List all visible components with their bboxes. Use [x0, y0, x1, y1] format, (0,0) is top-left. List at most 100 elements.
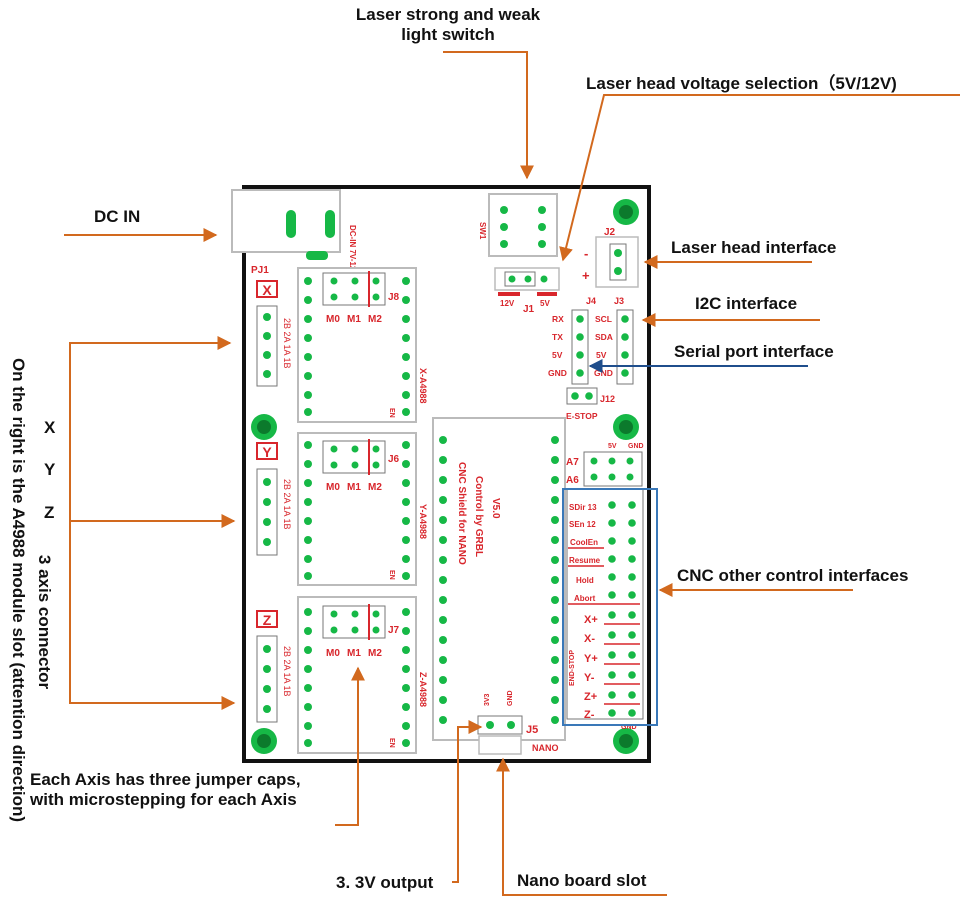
endstop-label: Y-	[584, 672, 595, 684]
arrow-nano	[496, 757, 667, 896]
x-axis-mark: X	[262, 282, 272, 298]
j4-pin-label: 5V	[552, 350, 563, 360]
y-m0-label: M0	[326, 482, 340, 493]
axis-connector-label: 3 axis connector	[35, 554, 54, 690]
x-driver-socket: J8 M0 M1 M2 X-A4988 EN	[297, 267, 428, 423]
v33-label: 3V3	[484, 693, 491, 706]
control-header-block: SDir 13 SEn 12 CoolEn Resume Hold Abort …	[566, 488, 644, 731]
arrow-laser-switch	[443, 51, 534, 180]
a7-label: A7	[566, 457, 579, 468]
j1-voltage-header: 12V 5V J1	[494, 267, 560, 315]
x-m2-label: M2	[368, 314, 382, 325]
nano-label: NANO	[532, 743, 559, 753]
axis-z-label: Z	[44, 503, 55, 522]
jumper-callout: Each Axis has three jumper caps, with mi…	[30, 770, 301, 810]
ctrl-label: Hold	[576, 576, 594, 585]
j5-label: J5	[526, 724, 538, 736]
j4-label: J4	[586, 296, 596, 306]
j2-laser-header: J2 - +	[582, 227, 639, 288]
laser-head-interface-callout: Laser head interface	[671, 238, 837, 257]
laser-switch-line1: Laser strong and weak	[355, 5, 541, 24]
ctrl-label: CoolEn	[570, 538, 598, 547]
j1-label: J1	[523, 304, 535, 315]
y-driver-label: Y-A4988	[418, 504, 428, 539]
endstop-label: Z+	[584, 691, 597, 703]
board-title-line3: V5.0	[490, 498, 501, 519]
ctrl-label: SEn 12	[569, 520, 596, 529]
a-5v-label: 5V	[608, 443, 617, 450]
j6-label: J6	[388, 454, 400, 465]
endstop-label: X+	[584, 614, 598, 626]
j1-5v-label: 5V	[540, 299, 550, 308]
laser-switch-line2: light switch	[401, 25, 495, 44]
y-m1-label: M1	[347, 482, 361, 493]
y-en-label: EN	[388, 570, 395, 580]
sw1-switch: SW1	[478, 193, 558, 257]
board-title-line2: Control by GRBL	[473, 476, 484, 557]
ctrl-gnd-label: GND	[621, 724, 637, 731]
j1-12v-label: 12V	[500, 299, 515, 308]
mounting-holes	[251, 199, 639, 754]
y-axis-mark: Y	[262, 444, 272, 460]
z-m1-label: M1	[347, 648, 361, 659]
z-driver-label: Z-A4988	[418, 672, 428, 707]
sw1-label: SW1	[478, 222, 487, 240]
ctrl-label: Abort	[574, 594, 596, 603]
nano-socket: CNC Shield for NANO Control by GRBL V5.0…	[432, 417, 566, 755]
j3-pin-label: 5V	[596, 350, 607, 360]
side-vertical-callout: On the right is the A4988 module slot (a…	[9, 357, 28, 823]
i2c-interface-callout: I2C interface	[695, 294, 798, 313]
j2-label: J2	[604, 227, 616, 238]
z-m0-label: M0	[326, 648, 340, 659]
j4-j3-headers: J4 J3 RX TX 5V GND SCL SDA 5V GND	[548, 296, 634, 385]
a6-a7-header: 5V GND A7 A6	[566, 443, 644, 487]
arrow-jumpers	[335, 666, 365, 826]
endstop-label: Z-	[584, 709, 595, 721]
dc-jack-label: DC-IN 7V-12V	[348, 225, 357, 276]
j2-minus-label: -	[584, 246, 588, 261]
x-coil-labels: 2B 2A 1A 1B	[282, 318, 292, 369]
ctrl-label: SDir 13	[569, 503, 597, 512]
y-axis-connector: Y 2B 2A 1A 1B	[256, 442, 292, 556]
cnc-other-callout: CNC other control interfaces	[677, 566, 909, 585]
jumper-line2: with microstepping for each Axis	[30, 790, 297, 809]
z-coil-labels: 2B 2A 1A 1B	[282, 646, 292, 697]
j4-pin-label: RX	[552, 314, 564, 324]
y-coil-labels: 2B 2A 1A 1B	[282, 479, 292, 530]
dc-jack: DC-IN 7V-12V PJ1	[231, 189, 357, 276]
pcb-board: DC-IN 7V-12V PJ1 SW1 12V 5V J1	[231, 185, 658, 763]
j12-label: J12	[600, 394, 615, 404]
j4-pin-label: GND	[548, 368, 567, 378]
ctrl-label: Resume	[569, 556, 601, 565]
arrow-33v	[452, 720, 483, 883]
estop-label: E-STOP	[566, 411, 598, 421]
v33-output-callout: 3. 3V output	[336, 873, 434, 892]
arrow-z-connector	[69, 342, 236, 710]
axis-y-label: Y	[44, 460, 56, 479]
serial-port-callout: Serial port interface	[674, 342, 834, 361]
x-en-label: EN	[388, 408, 395, 418]
x-axis-connector: X 2B 2A 1A 1B	[256, 280, 292, 387]
j12-estop-header: J12 E-STOP	[566, 387, 615, 421]
cnc-control-highlight	[562, 488, 658, 726]
x-m0-label: M0	[326, 314, 340, 325]
jumper-line1: Each Axis has three jumper caps,	[30, 770, 301, 789]
j3-pin-label: GND	[594, 368, 613, 378]
j2-plus-label: +	[582, 268, 590, 283]
j3-pin-label: SCL	[595, 314, 612, 324]
j4-pin-label: TX	[552, 332, 563, 342]
a6-label: A6	[566, 475, 579, 486]
z-axis-connector: Z 2B 2A 1A 1B	[256, 610, 292, 723]
pj1-label: PJ1	[251, 265, 269, 276]
z-axis-mark: Z	[263, 612, 272, 628]
arrow-laser-voltage	[559, 94, 960, 262]
axis-x-label: X	[44, 418, 56, 437]
z-m2-label: M2	[368, 648, 382, 659]
nano-slot-callout: Nano board slot	[517, 871, 647, 890]
endstop-label: Y+	[584, 653, 598, 665]
dc-in-callout: DC IN	[94, 207, 141, 226]
y-m2-label: M2	[368, 482, 382, 493]
j5-gnd-label: GND	[507, 690, 514, 706]
